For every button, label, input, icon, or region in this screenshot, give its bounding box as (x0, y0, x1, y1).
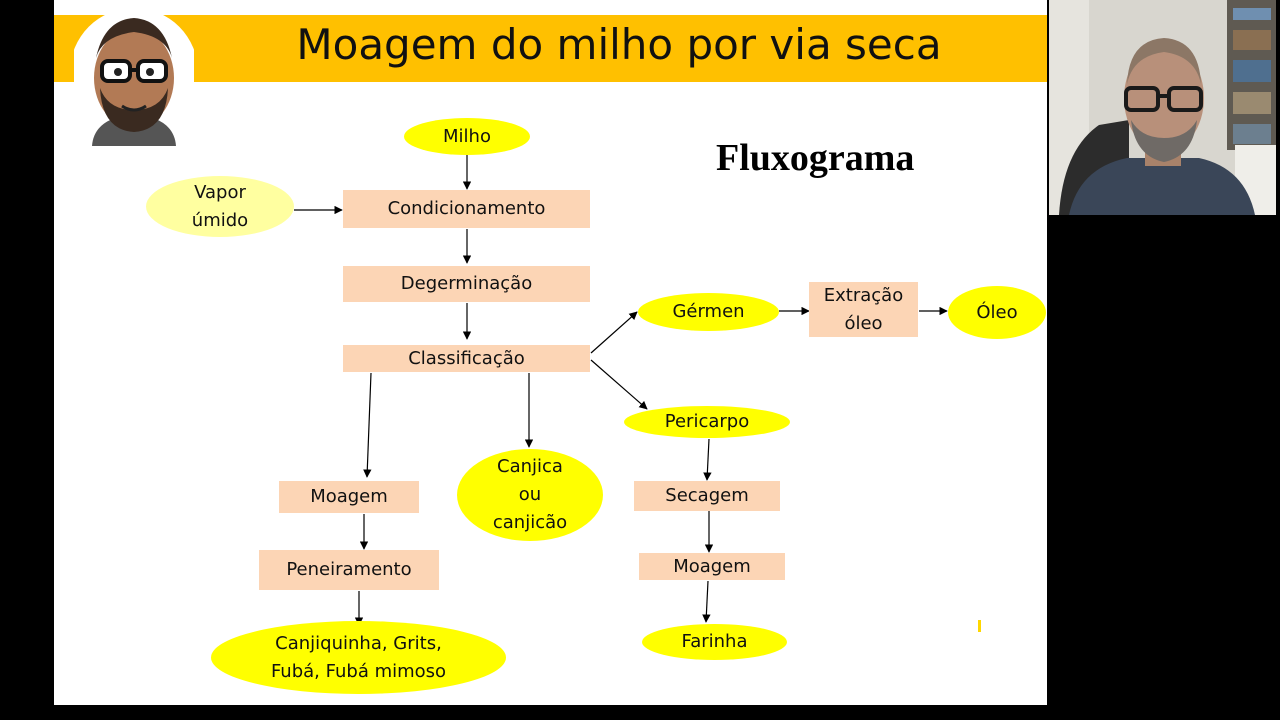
slide: Moagem do milho por via seca Fluxograma (54, 0, 1047, 705)
flowchart-heading: Fluxograma (716, 137, 915, 179)
node-milho: Milho (404, 118, 530, 155)
node-oleo: Óleo (948, 286, 1046, 339)
node-moagem: Moagem (279, 481, 419, 513)
webcam-video (1049, 0, 1276, 215)
title-bar (54, 15, 1047, 82)
node-moagem-pericarpo: Moagem (639, 553, 785, 580)
node-vapor-umido: Vapor úmido (146, 176, 294, 237)
avatar-icon (74, 8, 194, 146)
node-classificacao: Classificação (343, 345, 590, 372)
node-peneiramento: Peneiramento (259, 550, 439, 590)
flow-arrows (294, 155, 948, 626)
arrow-classificacao-germen (590, 311, 638, 354)
pointer-mark (978, 620, 981, 632)
node-farinha: Farinha (642, 624, 787, 660)
arrow-classificacao-moagem (363, 372, 372, 478)
node-canjiquinha-grits-fuba: Canjiquinha, Grits, Fubá, Fubá mimoso (211, 621, 506, 694)
node-pericarpo: Pericarpo (624, 406, 790, 438)
arrow-pericarpo-secagem (703, 438, 712, 481)
node-germen: Gérmen (638, 293, 779, 331)
node-secagem: Secagem (634, 481, 780, 511)
node-extracao-oleo: Extração óleo (809, 282, 918, 337)
slide-title: Moagem do milho por via seca (296, 20, 942, 69)
node-condicionamento: Condicionamento (343, 190, 590, 228)
node-degerminacao: Degerminação (343, 266, 590, 302)
arrow-moagem-farinha (702, 580, 711, 623)
node-canjica: Canjica ou canjicão (457, 449, 603, 541)
arrow-classificacao-pericarpo (590, 359, 648, 410)
